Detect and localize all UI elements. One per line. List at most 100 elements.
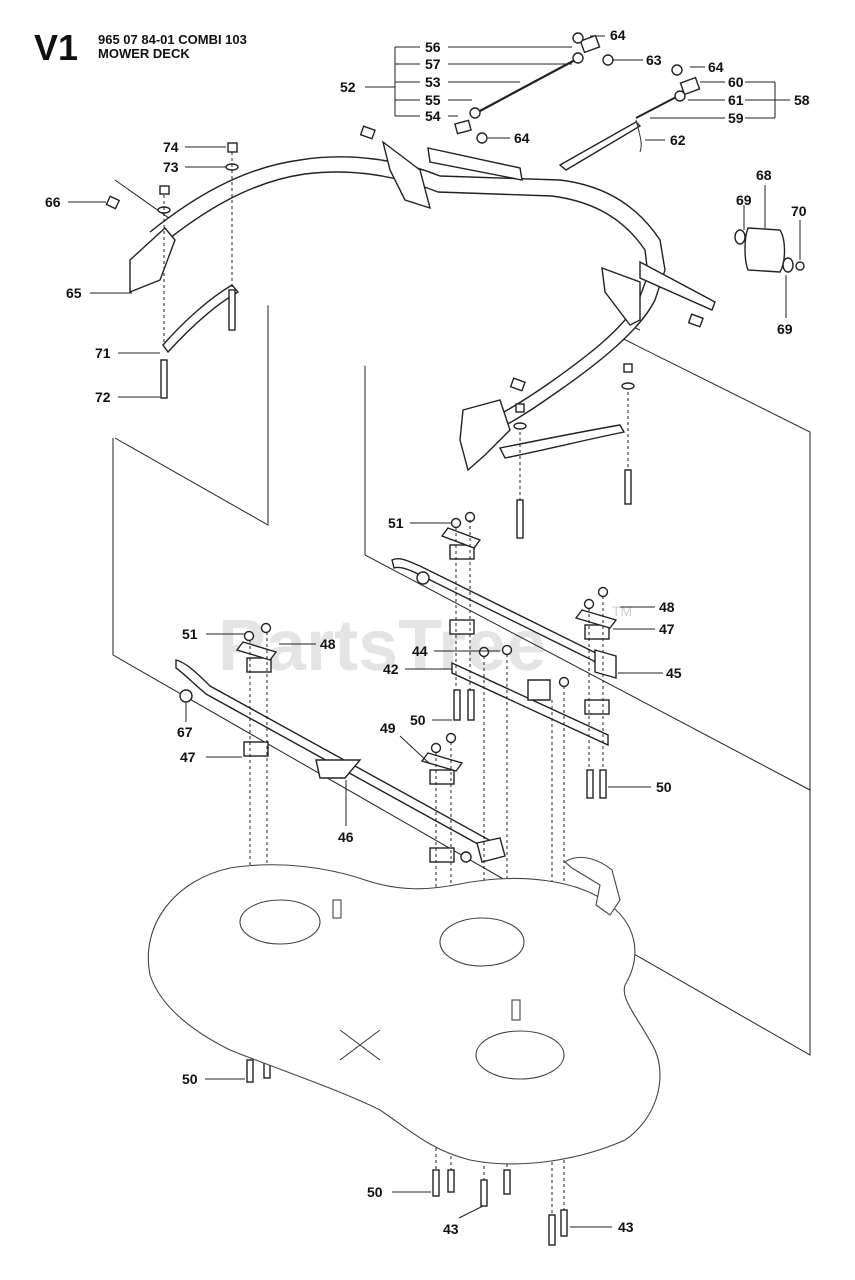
bushing-67: [179, 689, 193, 703]
callout-48-right: 48: [659, 599, 675, 615]
callout-47-right: 47: [659, 621, 675, 637]
bushing-upper: [416, 571, 430, 585]
rear-bracket: [601, 266, 641, 326]
leader-lines: [68, 35, 801, 1228]
bracket-44: [527, 679, 551, 701]
clamp-left-48: [246, 657, 272, 673]
deck-x-mark: [339, 1029, 381, 1061]
callout-60: 60: [728, 74, 744, 90]
callout-53: 53: [425, 74, 441, 90]
left-hardware: [105, 142, 239, 399]
rear-shaft: [639, 260, 716, 311]
washer-69-a: [734, 229, 746, 245]
section-id: V1: [34, 27, 79, 68]
clamp-center-49: [429, 769, 455, 785]
callout-42: 42: [383, 661, 399, 677]
washer-right-2: [513, 422, 527, 430]
callout-52: 52: [340, 79, 356, 95]
washer-right-1: [621, 382, 635, 390]
callout-72: 72: [95, 389, 111, 405]
screw-66: [105, 195, 121, 210]
lift-arm-bracket: [381, 140, 432, 210]
support-plate-42: [451, 661, 609, 747]
deck-spindle-center: [439, 917, 525, 967]
nut-64-b: [476, 132, 488, 144]
callout-64-c: 64: [708, 59, 724, 75]
callout-58: 58: [794, 92, 810, 108]
callout-73: 73: [163, 159, 179, 175]
watermark: PartsTree: [218, 606, 546, 686]
deck-spindle-left: [239, 899, 321, 945]
callout-70: 70: [791, 203, 807, 219]
front-axle-bar: [175, 557, 617, 863]
callout-54: 54: [425, 108, 441, 124]
bolt-right-2: [516, 499, 524, 539]
top-rod-assembly: [454, 32, 701, 171]
screw-top: [359, 125, 376, 140]
callout-55: 55: [425, 92, 441, 108]
callout-45: 45: [666, 665, 682, 681]
bolt-upper-left: [228, 289, 236, 331]
callout-43-right: 43: [618, 1219, 634, 1235]
rod-joint-top: [579, 34, 601, 54]
callout-59: 59: [728, 110, 744, 126]
deck-spindle-right: [475, 1030, 565, 1080]
spring-62: [635, 119, 642, 153]
screw-rear: [687, 313, 704, 328]
callout-63: 63: [646, 52, 662, 68]
rod-joint-60: [679, 76, 701, 96]
callout-labels: 56 57 53 55 54 52 64 63 64 60 61 58 59 6…: [45, 27, 810, 1237]
nut-right-2: [515, 403, 525, 413]
left-hanger-link: [162, 284, 240, 354]
nut-64-c: [671, 64, 683, 76]
callout-68: 68: [756, 167, 772, 183]
callout-64-b: 64: [514, 130, 530, 146]
callout-69-b: 69: [777, 321, 793, 337]
bushing-45: [594, 649, 617, 679]
callout-64-a: 64: [610, 27, 626, 43]
washer-69-b: [782, 257, 794, 273]
callout-71: 71: [95, 345, 111, 361]
arm-lever: [476, 837, 506, 863]
plate-51-mid: [440, 527, 482, 549]
deck-shell: [147, 864, 661, 1165]
clamp-upper-mid: [449, 544, 475, 560]
rod-end-55: [469, 107, 481, 119]
rod-joint-54: [454, 119, 472, 135]
pin-70: [795, 261, 805, 271]
callout-56: 56: [425, 39, 441, 55]
rod-end-56: [572, 52, 584, 64]
callout-43-left: 43: [443, 1221, 459, 1237]
lift-arm-tube-inner: [164, 171, 649, 421]
gauge-plate-46: [315, 759, 362, 779]
watermark-tm: TM: [612, 603, 632, 619]
roller-assembly: [734, 227, 805, 273]
callout-62: 62: [670, 132, 686, 148]
plate-48-right: [574, 609, 618, 629]
callout-50-left: 50: [182, 1071, 198, 1087]
callout-67: 67: [177, 724, 193, 740]
deck-post-left: [332, 899, 342, 919]
callout-61: 61: [728, 92, 744, 108]
nut-64-a: [572, 32, 584, 44]
callout-74: 74: [163, 139, 179, 155]
callout-46: 46: [338, 829, 354, 845]
nut-63: [602, 54, 614, 66]
callout-51-mid: 51: [388, 515, 404, 531]
nut-74: [227, 142, 238, 153]
right-hanger-plate: [459, 399, 511, 472]
right-hanger-link: [498, 424, 626, 459]
clamp-left-47: [243, 741, 269, 757]
bolts: [246, 689, 607, 1246]
left-hanger-plate: [129, 226, 176, 294]
lift-arm-rod: [427, 147, 523, 181]
bushing-lower: [460, 851, 472, 863]
clamp-center-lower: [429, 847, 455, 863]
right-hardware: [359, 125, 704, 539]
screw-right: [509, 377, 526, 392]
roller-68: [744, 227, 786, 273]
plate-51-left: [235, 641, 278, 661]
nut-left: [159, 185, 170, 195]
lift-arm-assembly: [129, 140, 716, 472]
